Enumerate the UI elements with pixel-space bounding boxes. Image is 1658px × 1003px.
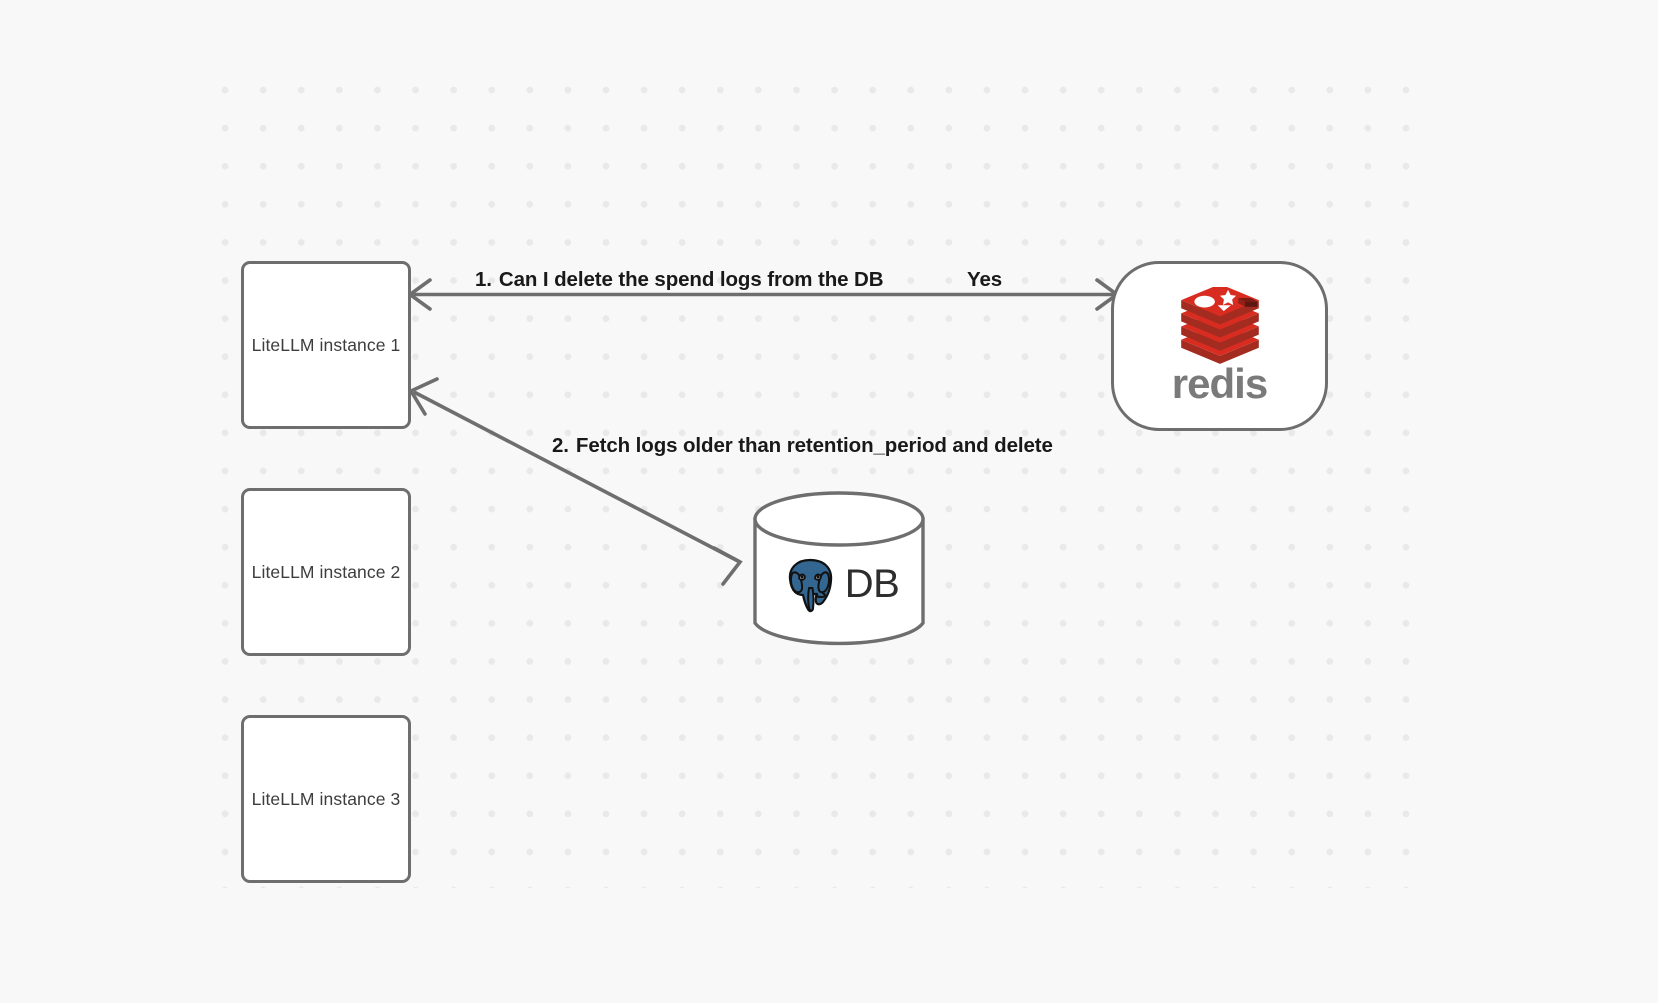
edge-label-step-2: 2. Fetch logs older than retention_period… — [552, 434, 1053, 458]
yes-text: Yes — [967, 268, 1003, 291]
db-content: DB — [753, 493, 925, 649]
redis-logo: redis — [1158, 287, 1282, 405]
step-text: Can I delete the spend logs from the DB — [498, 268, 884, 291]
step-number: 1. — [475, 268, 492, 291]
redis-stack-icon — [1180, 287, 1259, 364]
step-number: 2. — [552, 434, 569, 457]
node-litellm-instance-1[interactable]: LiteLLM instance 1 — [241, 261, 411, 429]
node-litellm-instance-2[interactable]: LiteLLM instance 2 — [241, 488, 411, 656]
edge-label-step-1: 1. Can I delete the spend logs from the D… — [475, 268, 884, 292]
db-cylinder-shape — [753, 491, 925, 646]
node-label: LiteLLM instance 1 — [251, 334, 401, 355]
edge-label-yes: Yes — [967, 268, 1002, 292]
db-label: DB — [844, 562, 900, 606]
node-db[interactable]: DB — [753, 493, 925, 649]
postgresql-elephant-icon — [787, 557, 834, 614]
node-label: LiteLLM instance 3 — [251, 788, 401, 809]
node-redis[interactable]: redis — [1111, 261, 1328, 431]
node-label: LiteLLM instance 2 — [251, 561, 401, 582]
step-text: Fetch logs older than retention_period a… — [575, 434, 1053, 457]
redis-wordmark: redis — [1171, 360, 1268, 407]
node-litellm-instance-3[interactable]: LiteLLM instance 3 — [241, 715, 411, 883]
arrowhead-to-db — [712, 546, 743, 586]
edge-litellm1-db — [408, 377, 743, 586]
arrowhead-to-litellm1-db — [408, 377, 439, 416]
